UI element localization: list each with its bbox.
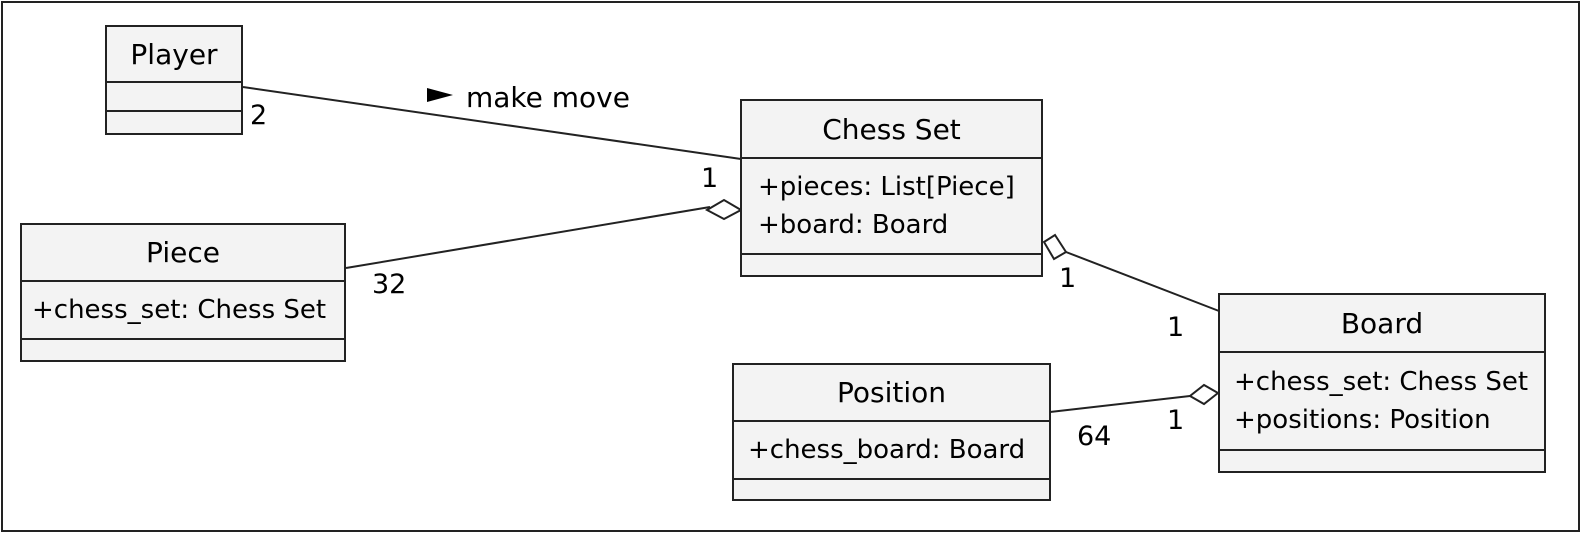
class-player[interactable]: Player bbox=[105, 25, 243, 135]
attribute: +pieces: List[Piece] bbox=[758, 172, 1015, 202]
multiplicity-label: 32 bbox=[372, 269, 407, 300]
aggregation-diamond-icon bbox=[1042, 233, 1068, 261]
association-chess-set-board bbox=[1065, 251, 1220, 312]
class-piece[interactable]: Piece +chess_set: Chess Set bbox=[20, 223, 346, 362]
attribute: +chess_set: Chess Set bbox=[1234, 367, 1529, 397]
operation-compartment bbox=[734, 480, 1049, 499]
attribute-compartment bbox=[107, 83, 241, 112]
association-position-board bbox=[1049, 395, 1191, 413]
aggregation-diamond-icon bbox=[704, 198, 744, 221]
class-name: Chess Set bbox=[742, 101, 1041, 159]
multiplicity-label: 1 bbox=[1059, 263, 1077, 294]
attribute-compartment: +chess_set: Chess Set bbox=[22, 282, 344, 340]
attribute: +positions: Position bbox=[1234, 405, 1491, 435]
attribute: +board: Board bbox=[758, 210, 949, 240]
operation-compartment bbox=[1220, 451, 1544, 471]
attribute: +chess_board: Board bbox=[748, 435, 1026, 465]
association-name-label: make move bbox=[466, 81, 630, 114]
class-board[interactable]: Board +chess_set: Chess Set +positions: … bbox=[1218, 293, 1546, 473]
direction-triangle-icon bbox=[427, 88, 453, 102]
operation-compartment bbox=[742, 255, 1041, 275]
aggregation-diamond-icon bbox=[1188, 383, 1220, 406]
multiplicity-label: 1 bbox=[1167, 312, 1185, 343]
operation-compartment bbox=[107, 112, 241, 133]
class-name: Piece bbox=[22, 225, 344, 282]
multiplicity-label: 1 bbox=[1167, 405, 1185, 436]
multiplicity-label: 64 bbox=[1077, 421, 1112, 452]
class-name: Player bbox=[107, 27, 241, 83]
class-position[interactable]: Position +chess_board: Board bbox=[732, 363, 1051, 501]
multiplicity-label: 1 bbox=[701, 163, 719, 194]
association-player-chess-set bbox=[242, 86, 742, 160]
class-name: Board bbox=[1220, 295, 1544, 353]
multiplicity-label: 2 bbox=[250, 100, 268, 131]
operation-compartment bbox=[22, 340, 344, 360]
attribute-compartment: +chess_board: Board bbox=[734, 422, 1049, 480]
class-chess-set[interactable]: Chess Set +pieces: List[Piece] +board: B… bbox=[740, 99, 1043, 277]
association-piece-chess-set bbox=[345, 206, 711, 269]
attribute: +chess_set: Chess Set bbox=[32, 295, 327, 325]
class-name: Position bbox=[734, 365, 1049, 422]
attribute-compartment: +chess_set: Chess Set +positions: Positi… bbox=[1220, 353, 1544, 451]
attribute-compartment: +pieces: List[Piece] +board: Board bbox=[742, 159, 1041, 255]
